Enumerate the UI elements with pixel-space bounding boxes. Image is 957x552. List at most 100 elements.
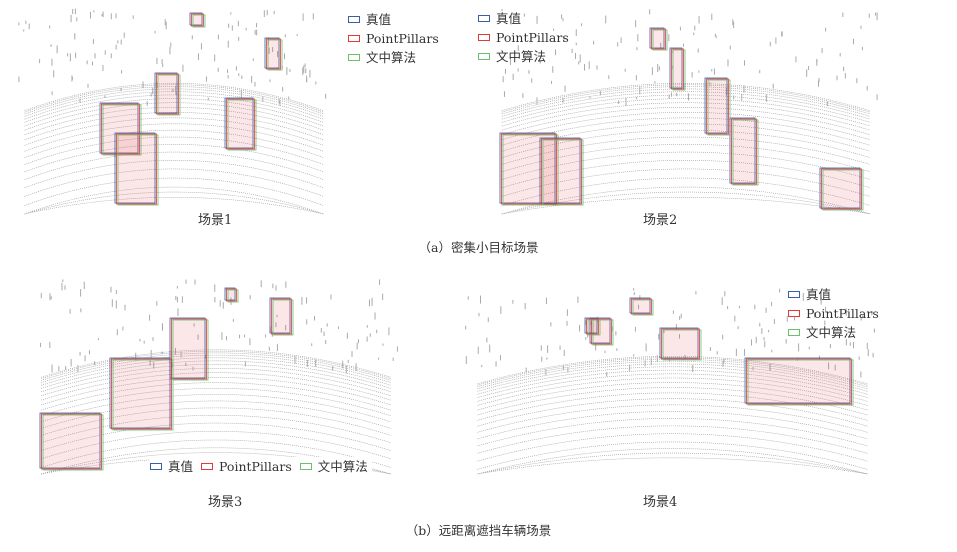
lidar-point	[249, 338, 250, 345]
lidar-point	[245, 361, 246, 366]
lidar-point	[756, 337, 757, 343]
lidar-point	[151, 350, 152, 358]
lidar-point	[600, 91, 601, 95]
lidar-point	[233, 319, 234, 322]
lidar-point	[70, 53, 71, 61]
lidar-point	[206, 76, 207, 81]
lidar-point	[111, 13, 112, 19]
lidar-point	[741, 94, 742, 101]
lidar-point	[873, 353, 874, 357]
lidar-scan-line	[25, 192, 324, 214]
lidar-point	[680, 27, 681, 31]
lidar-point	[289, 69, 290, 72]
lidar-point	[617, 42, 618, 46]
lidar-point	[635, 327, 636, 332]
lidar-point	[177, 286, 178, 289]
lidar-point	[468, 296, 469, 299]
lidar-point	[581, 23, 582, 26]
lidar-point	[116, 13, 117, 18]
lidar-point	[105, 95, 106, 97]
lidar-point	[500, 355, 501, 360]
lidar-point	[513, 74, 514, 80]
lidar-point	[584, 64, 585, 71]
lidar-point	[744, 60, 745, 65]
lidar-point	[699, 16, 700, 24]
lidar-point	[264, 10, 265, 17]
lidar-point	[269, 347, 270, 351]
lidar-point	[80, 98, 81, 102]
lidar-point	[305, 63, 306, 67]
lidar-point	[733, 22, 734, 28]
lidar-point	[201, 43, 202, 49]
lidar-point	[51, 59, 52, 66]
lidar-point	[496, 361, 497, 366]
lidar-point	[87, 60, 88, 64]
lidar-point	[505, 69, 506, 74]
lidar-point	[842, 13, 843, 17]
lidar-point	[175, 296, 176, 300]
pointcloud-svg	[30, 278, 402, 476]
lidar-point	[18, 77, 19, 83]
lidar-point	[676, 93, 677, 96]
lidar-point	[306, 79, 307, 82]
lidar-point	[302, 67, 303, 75]
lidar-scan-line	[41, 358, 391, 386]
lidar-point	[325, 340, 326, 344]
lidar-point	[311, 343, 312, 346]
lidar-point	[277, 344, 278, 351]
ground-truth-swatch	[478, 15, 490, 22]
lidar-point	[744, 349, 745, 356]
lidar-point	[246, 28, 247, 31]
lidar-point	[722, 361, 723, 367]
lidar-point	[541, 357, 542, 362]
lidar-point	[346, 366, 347, 374]
lidar-point	[51, 44, 52, 47]
lidar-point	[618, 100, 619, 103]
lidar-point	[142, 81, 143, 88]
lidar-point	[98, 338, 99, 340]
lidar-point	[736, 349, 737, 356]
lidar-point	[324, 332, 325, 337]
lidar-point	[165, 19, 166, 25]
lidar-point	[636, 47, 637, 50]
lidar-point	[80, 289, 81, 297]
lidar-point	[608, 75, 609, 79]
lidar-point	[152, 337, 153, 341]
lidar-point	[743, 85, 744, 92]
lidar-point	[357, 343, 358, 350]
lidar-point	[567, 321, 568, 326]
legend-label: 真值	[496, 9, 521, 28]
lidar-point	[818, 81, 819, 87]
lidar-point	[342, 361, 343, 369]
lidar-point	[654, 81, 655, 83]
lidar-point	[489, 345, 490, 353]
lidar-point	[764, 341, 765, 347]
lidar-point	[39, 59, 40, 63]
lidar-scan-line	[477, 442, 867, 470]
lidar-scan-line	[25, 118, 324, 146]
lidar-point	[382, 344, 383, 346]
lidar-point	[116, 290, 117, 294]
lidar-point	[768, 330, 769, 332]
lidar-point	[116, 45, 117, 50]
lidar-point	[369, 300, 370, 307]
lidar-point	[23, 29, 24, 31]
lidar-point	[636, 97, 637, 99]
lidar-point	[303, 65, 304, 73]
lidar-point	[724, 291, 725, 296]
lidar-point	[156, 58, 157, 64]
caption-a: （a）密集小目标场景	[0, 240, 957, 256]
lidar-point	[147, 101, 148, 106]
lidar-point	[77, 365, 78, 372]
lidar-point	[481, 365, 482, 367]
pointpillars-swatch	[348, 35, 360, 42]
lidar-point	[589, 96, 590, 98]
lidar-point	[117, 40, 118, 43]
lidar-point	[808, 66, 809, 70]
lidar-point	[714, 68, 715, 74]
lidar-point	[605, 16, 606, 24]
lidar-point	[272, 284, 273, 289]
lidar-point	[856, 78, 857, 83]
lidar-point	[531, 78, 532, 82]
lidar-point	[683, 44, 684, 47]
